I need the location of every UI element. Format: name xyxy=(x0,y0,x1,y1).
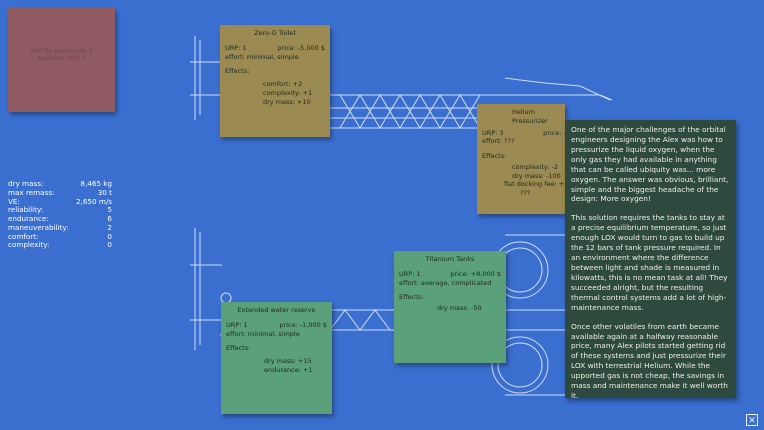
card-effect: ??? xyxy=(520,189,531,198)
stat-value: 0 xyxy=(107,240,112,250)
card-title: Titanium Tanks xyxy=(425,255,475,263)
card-urp: URP: 3 xyxy=(482,128,504,137)
urp-per-slot-text: URP for one/single: 5 xyxy=(30,48,93,55)
stat-label: complexity: xyxy=(8,240,50,250)
card-title: Helium Pressurizer xyxy=(512,108,548,125)
stat-row-reliability: reliability: 5 xyxy=(8,206,112,215)
close-icon: ✕ xyxy=(748,416,756,426)
card-effort: effort: minimal, simple xyxy=(226,329,300,338)
stat-row-complexity: complexity: 0 xyxy=(8,241,112,250)
card-urp: URP: 1 xyxy=(226,320,248,329)
card-effect: complexity: -2 xyxy=(512,162,559,171)
card-price: price: +8,000 $ xyxy=(450,269,501,278)
card-effect: dry mass: +10 xyxy=(263,97,311,106)
card-effect: complexity: +1 xyxy=(263,88,313,97)
card-effect: endurance: +1 xyxy=(264,365,313,374)
stat-row-max-remass: max remass: 30 t xyxy=(8,187,112,198)
stat-label: reliability: xyxy=(8,205,44,215)
card-urp: URP: 1 xyxy=(399,269,421,278)
upgrade-card-extended-water-reserve[interactable]: Extended water reserve URP: 1 price: -1,0… xyxy=(221,302,332,414)
stat-value: 5 xyxy=(107,205,112,215)
stat-row-comfort: comfort: 0 xyxy=(8,231,112,242)
card-title: Zero-G Toilet xyxy=(254,29,296,37)
stat-label: endurance: xyxy=(8,214,49,224)
stat-value: 30 t xyxy=(97,187,112,197)
description-paragraph: Once other volatiles from earth became a… xyxy=(571,321,728,401)
card-effort: effort: minimal, simple xyxy=(225,52,299,61)
description-paragraph: One of the major challenges of the orbit… xyxy=(571,125,729,204)
stat-label: comfort: xyxy=(8,231,39,241)
stat-label: maneuverability: xyxy=(8,222,69,232)
card-effects-label: Effects: xyxy=(226,344,251,353)
upgrade-card-zero-g-toilet[interactable]: Zero-G Toilet URP: 1 price: -5,000 $ effo… xyxy=(220,25,330,137)
stat-value: 2 xyxy=(107,222,112,232)
card-effect: dry mass: -50 xyxy=(437,304,482,313)
stat-value: 0 xyxy=(107,231,112,241)
card-effect: comfort: +2 xyxy=(263,80,303,89)
card-effect: dry mass: +15 xyxy=(264,357,312,366)
card-effect: dry mass: -100 xyxy=(512,171,561,180)
card-price: price: -5,000 $ xyxy=(277,43,325,52)
stat-row-ve: VE: 2,650 m/s xyxy=(8,196,112,207)
card-effect: flat docking fee: +100$ xyxy=(504,180,565,189)
upgrade-description-panel: One of the major challenges of the orbit… xyxy=(565,120,736,401)
available-urp-text: Available URP: 1 xyxy=(37,55,86,62)
card-price: price: -1,000 $ xyxy=(279,320,327,329)
stat-label: VE: xyxy=(8,196,20,206)
close-button[interactable]: ✕ xyxy=(746,414,758,426)
upgrade-card-helium-pressurizer[interactable]: Helium Pressurizer URP: 3 price: -3 effor… xyxy=(477,104,565,214)
card-effects-label: Effects: xyxy=(399,293,424,302)
urp-summary-note: URP for one/single: 5 Available URP: 1 xyxy=(8,8,115,112)
ship-stats-panel: dry mass: 8,465 kg max remass: 30 t VE: 2,6… xyxy=(8,179,112,250)
stat-value: 2,650 m/s xyxy=(75,196,112,206)
upgrade-card-titanium-tanks[interactable]: Titanium Tanks URP: 1 price: +8,000 $ eff… xyxy=(394,251,506,363)
description-paragraph: This solution requires the tanks to stay… xyxy=(571,213,728,312)
stat-label: max remass: xyxy=(8,187,55,197)
card-effort: effort: average, complicated xyxy=(399,278,492,287)
stat-row-maneuverability: maneuverability: 2 xyxy=(8,222,112,233)
card-effort: effort: ??? xyxy=(482,137,515,146)
card-urp: URP: 1 xyxy=(225,43,247,52)
card-effects-label: Effects: xyxy=(482,152,507,161)
stat-value: 8,465 kg xyxy=(80,179,112,188)
stat-value: 6 xyxy=(107,214,112,224)
stat-label: dry mass: xyxy=(8,179,44,188)
stat-row-endurance: endurance: 6 xyxy=(8,214,112,224)
card-price: price: -3 xyxy=(543,128,565,137)
card-effects-label: Effects: xyxy=(225,67,250,76)
stat-row-dry-mass: dry mass: 8,465 kg xyxy=(8,179,112,189)
card-title: Extended water reserve xyxy=(237,306,316,314)
